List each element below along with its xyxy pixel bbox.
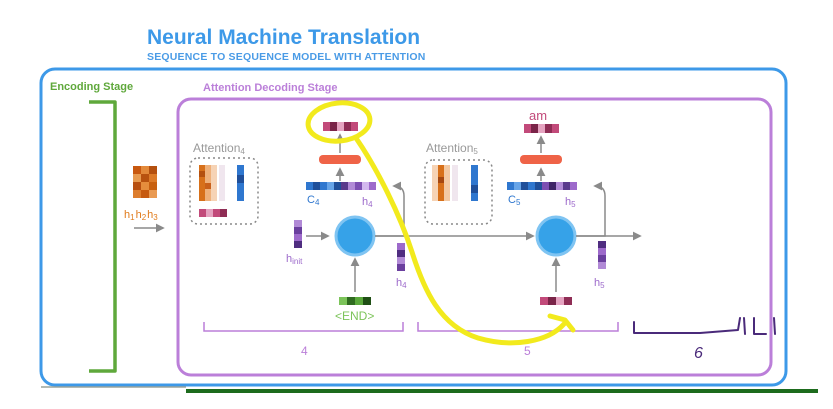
- attention-box-5: Attention5: [424, 141, 493, 225]
- input-vector-5: [540, 297, 572, 305]
- hidden-5-top-label: h5: [565, 196, 576, 209]
- attention-5-label: Attention5: [426, 141, 478, 156]
- encoder-hidden-labels: h1h2h3: [124, 209, 158, 222]
- handwritten-timestep-6: 6: [694, 345, 703, 362]
- end-token-label: <END>: [335, 309, 374, 323]
- encoder-hidden-matrix: [133, 166, 157, 198]
- output-vector-4: [323, 122, 358, 131]
- end-token-vector: [339, 297, 371, 305]
- handwritten-bracket-6: [633, 317, 776, 335]
- timestep-4-bracket: [203, 322, 404, 332]
- arrow-cell5-up: [576, 181, 606, 237]
- timestep-4-label: 4: [301, 344, 308, 358]
- context-5-label: C5: [508, 194, 521, 207]
- timestep-5-bracket: [417, 322, 619, 332]
- decoding-frame: [176, 97, 773, 377]
- concat-vector-4: [306, 182, 376, 190]
- hidden-5-right-label: h5: [594, 277, 605, 290]
- ffnn-4: [319, 155, 361, 164]
- hidden-4-right-label: h4: [396, 277, 407, 290]
- h-init-vector: [294, 220, 302, 248]
- ffnn-5: [520, 155, 562, 164]
- yellow-highlighter-annotation: [305, 100, 576, 346]
- rnn-cell-5: [535, 215, 577, 257]
- output-vector-5: [524, 124, 559, 133]
- encoding-stage-label: Encoding Stage: [50, 81, 133, 93]
- hidden-5-vector: [598, 241, 606, 269]
- encoding-bracket: [89, 100, 117, 373]
- concat-vector-5: [507, 182, 577, 190]
- page-subtitle: SEQUENCE TO SEQUENCE MODEL WITH ATTENTIO…: [147, 51, 426, 63]
- timestep-5-label: 5: [524, 344, 531, 358]
- outer-frame: [39, 67, 788, 387]
- output-word-5: am: [529, 108, 547, 123]
- context-4-label: C4: [307, 194, 320, 207]
- hidden-4-top-label: h4: [362, 196, 373, 209]
- h-init-label: hinit: [286, 253, 303, 266]
- page-title: Neural Machine Translation: [147, 26, 421, 49]
- arrow-cell4-up: [375, 181, 405, 237]
- attention-4-label: Attention4: [193, 141, 245, 156]
- attention-box-4: Attention4: [189, 141, 259, 225]
- rnn-cell-4: [334, 215, 376, 257]
- hidden-4-vector: [397, 243, 405, 271]
- decoding-stage-label: Attention Decoding Stage: [203, 82, 337, 94]
